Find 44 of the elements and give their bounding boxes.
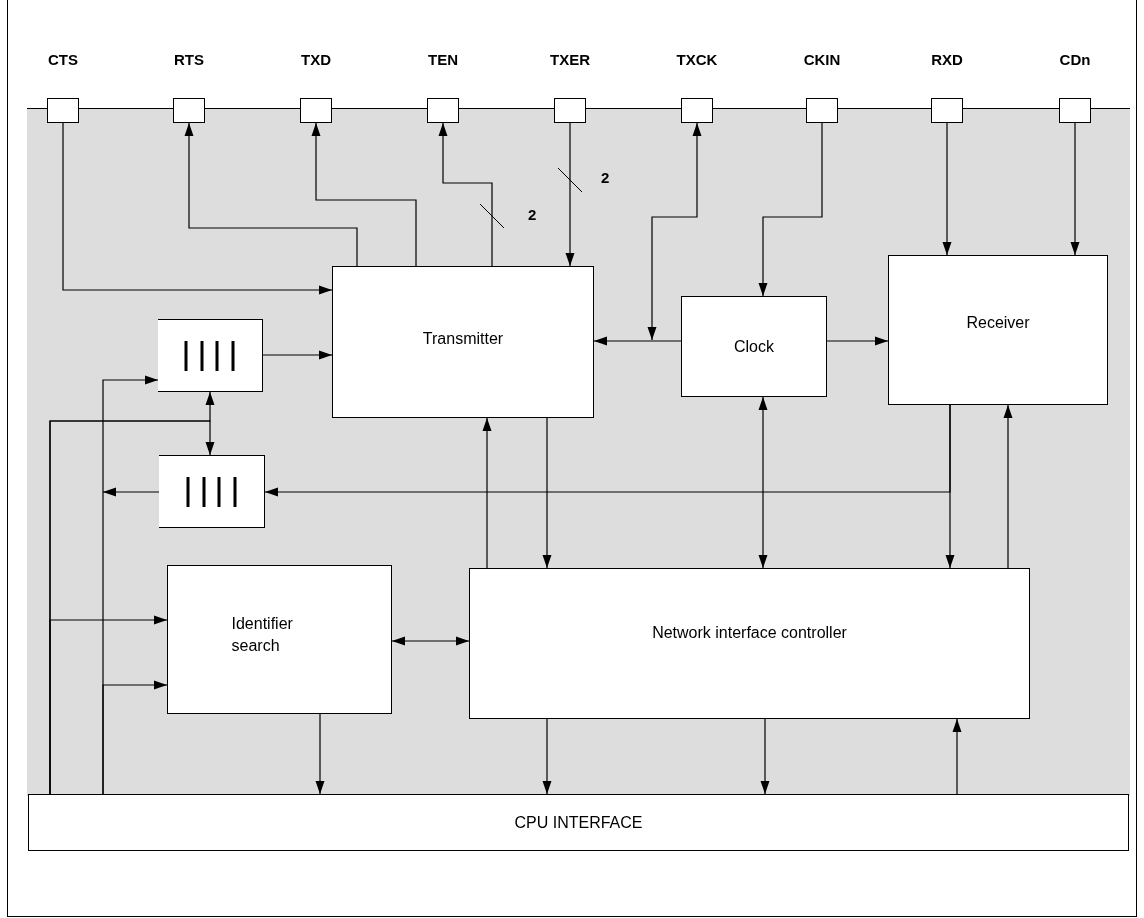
arrow xyxy=(391,636,470,646)
function-block: Clock xyxy=(681,296,827,397)
arrow xyxy=(758,396,768,569)
function-block: Receiver xyxy=(888,255,1108,405)
arrow xyxy=(557,122,583,267)
arrow xyxy=(184,122,358,267)
arrow xyxy=(542,718,552,795)
function-block: Network interface controller xyxy=(469,568,1030,719)
function-block: Identifier search xyxy=(167,565,392,714)
arrow xyxy=(758,122,823,297)
pin-label: CDn xyxy=(1059,51,1091,69)
edge-label: 2 xyxy=(527,207,538,223)
arrow xyxy=(647,122,702,341)
arrow xyxy=(438,122,505,267)
function-block: CPU INTERFACE xyxy=(28,794,1129,851)
arrow xyxy=(942,122,952,256)
arrow xyxy=(62,122,333,295)
arrow xyxy=(482,417,492,569)
arrow xyxy=(49,615,168,795)
pin-label: CTS xyxy=(48,51,78,69)
function-block: Transmitter xyxy=(332,266,594,418)
arrow xyxy=(1070,122,1080,256)
pin-label: RXD xyxy=(931,51,963,69)
arrow xyxy=(542,417,552,569)
arrow xyxy=(952,718,962,795)
arrow xyxy=(826,336,889,346)
pin-label: TXD xyxy=(301,51,331,69)
pin-label: TXCK xyxy=(676,51,718,69)
arrow xyxy=(593,336,682,346)
register-block xyxy=(158,319,263,392)
arrow xyxy=(262,350,333,360)
arrow xyxy=(315,713,325,795)
arrow xyxy=(102,680,168,795)
arrow xyxy=(311,122,417,267)
pin-label: CKIN xyxy=(803,51,841,69)
arrow xyxy=(760,718,770,795)
pin-label: TXER xyxy=(550,51,590,69)
arrow xyxy=(102,487,160,497)
pin-label: RTS xyxy=(174,51,204,69)
pin-label: TEN xyxy=(428,51,458,69)
register-block xyxy=(159,455,265,528)
arrow xyxy=(264,404,951,497)
edge-label: 2 xyxy=(600,170,611,186)
arrow xyxy=(1003,404,1013,569)
